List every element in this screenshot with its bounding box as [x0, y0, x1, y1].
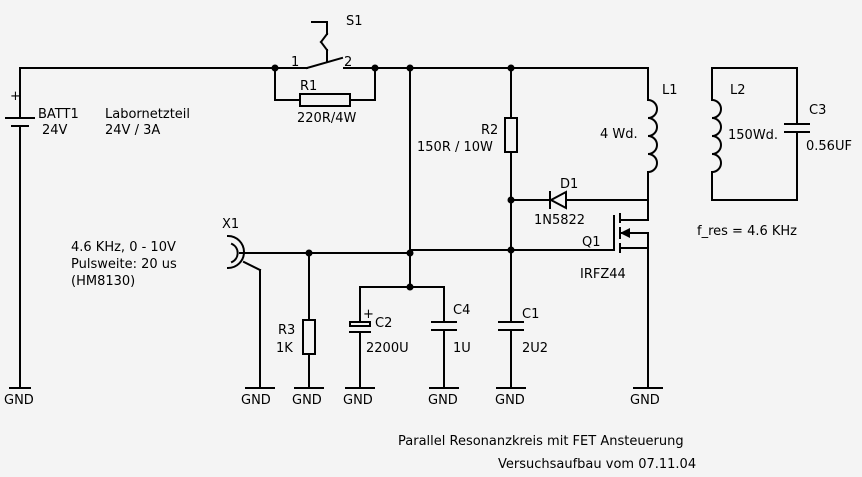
gnd-label-c1: GND	[495, 393, 525, 408]
signal-freq: 4.6 KHz, 0 - 10V	[71, 240, 176, 255]
battery-batt1	[5, 67, 35, 389]
supply-label: Labornetzteil	[105, 107, 190, 122]
c4-name: C4	[453, 303, 470, 318]
c2-name: C2	[375, 316, 392, 331]
gnd-label-q1: GND	[630, 393, 660, 408]
l2-value: 150Wd.	[728, 128, 778, 143]
switch-s1	[274, 21, 376, 70]
diagram-title: Parallel Resonanzkreis mit FET Ansteueru…	[398, 434, 684, 449]
c1-value: 2U2	[522, 341, 548, 356]
resistor-r2	[504, 67, 518, 321]
gnd-label-c2: GND	[343, 393, 373, 408]
switch-pin-1: 1	[291, 55, 299, 70]
q1-name: Q1	[582, 235, 601, 250]
capacitor-c2	[345, 286, 375, 389]
signal-source: (HM8130)	[71, 274, 135, 289]
battery-plus-sign: +	[10, 89, 21, 104]
c2-value: 2200U	[366, 341, 409, 356]
gnd-label-c4: GND	[428, 393, 458, 408]
mosfet-q1	[409, 213, 663, 389]
diagram-date: Versuchsaufbau vom 07.11.04	[498, 457, 696, 472]
d1-name: D1	[560, 177, 578, 192]
junction-dots	[271, 64, 515, 291]
l1-name: L1	[662, 83, 678, 98]
r2-value: 150R / 10W	[417, 140, 493, 155]
c4-value: 1U	[453, 341, 471, 356]
resistor-r1	[274, 67, 376, 107]
r1-name: R1	[300, 79, 317, 94]
connector-x1	[226, 234, 411, 389]
resistor-r3	[294, 252, 324, 389]
c3-value: 0.56UF	[806, 139, 852, 154]
r3-name: R3	[278, 323, 295, 338]
switch-pin-2: 2	[344, 55, 352, 70]
inductor-l1	[619, 67, 658, 221]
r2-name: R2	[481, 123, 498, 138]
gnd-label-battery: GND	[4, 393, 34, 408]
l2-name: L2	[730, 83, 746, 98]
l1-value: 4 Wd.	[600, 127, 638, 142]
signal-pulse: Pulsweite: 20 us	[71, 257, 177, 272]
d1-value: 1N5822	[534, 213, 585, 228]
capacitor-c4	[429, 286, 459, 389]
resonance-frequency: f_res = 4.6 KHz	[697, 224, 797, 239]
q1-value: IRFZ44	[580, 267, 626, 282]
x1-name: X1	[222, 217, 239, 232]
c1-name: C1	[522, 307, 539, 322]
c3-name: C3	[809, 103, 826, 118]
gnd-label-r3: GND	[292, 393, 322, 408]
tank-l2-c3	[710, 67, 810, 201]
diode-d1	[510, 190, 649, 210]
r3-value: 1K	[276, 341, 293, 356]
switch-name: S1	[346, 14, 363, 29]
capacitor-c1	[496, 321, 526, 389]
battery-value: 24V	[42, 123, 68, 138]
battery-name: BATT1	[38, 107, 79, 122]
gnd-label-x1: GND	[241, 393, 271, 408]
r1-value: 220R/4W	[297, 111, 356, 126]
c2-plus-sign: +	[363, 307, 374, 322]
supply-rating: 24V / 3A	[105, 123, 160, 138]
